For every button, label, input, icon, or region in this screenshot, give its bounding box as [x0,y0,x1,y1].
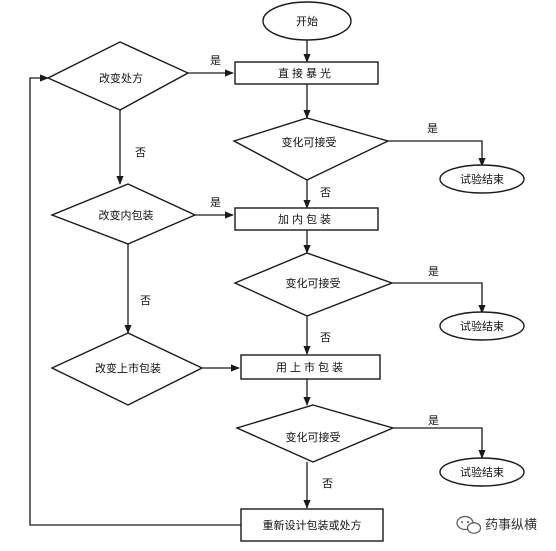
no-label: 否 [135,146,146,159]
svg-text:变化可接受: 变化可接受 [286,276,341,290]
yes-label: 是 [428,414,439,427]
yes-label: 是 [427,122,438,135]
decision-1: 变化可接受 [232,117,390,181]
edge-labels: 是 否 是 否 是 否 是 否 是 否 [135,54,439,490]
edge-decision2-yes [392,282,486,314]
change-formula-decision: 改变处方 [46,41,190,111]
svg-text:改变上市包装: 改变上市包装 [95,361,161,375]
svg-text:改变处方: 改变处方 [99,71,143,85]
no-label: 否 [320,331,331,344]
edge-decision1-yes [388,140,486,167]
decision-2: 变化可接受 [233,252,395,317]
change-market-pack-decision: 改变上市包装 [50,332,204,406]
no-label: 否 [140,294,151,307]
svg-text:重新设计包装或处方: 重新设计包装或处方 [263,518,362,532]
no-label: 否 [322,477,333,490]
yes-label: 是 [210,196,221,209]
edge-decision3-yes [393,427,486,459]
inner-pack-box: 加内包装 [234,207,379,231]
yes-label: 是 [210,54,221,67]
svg-text:用上市包装: 用上市包装 [276,360,346,374]
edge-redesign-loop [29,74,241,526]
svg-text:改变内包装: 改变内包装 [99,208,154,222]
svg-text:开始: 开始 [296,14,318,28]
svg-text:加内包装: 加内包装 [278,212,334,226]
svg-text:变化可接受: 变化可接受 [282,135,337,149]
redesign-box: 重新设计包装或处方 [240,508,384,542]
end-node-2: 试验结束 [439,311,525,341]
svg-text:试验结束: 试验结束 [460,465,504,479]
market-pack-box: 用上市包装 [240,354,381,380]
end-node-1: 试验结束 [439,164,525,194]
no-label: 否 [320,186,331,199]
watermark: 药事纵横 [456,515,537,534]
wechat-icon [456,515,482,534]
yes-label: 是 [428,265,439,278]
svg-text:试验结束: 试验结束 [460,319,504,333]
connectors [29,40,486,526]
end-node-3: 试验结束 [439,457,525,487]
direct-exposure-box: 直接暴光 [234,61,379,85]
decision-3: 变化可接受 [235,404,396,463]
svg-text:直接暴光: 直接暴光 [278,66,334,80]
watermark-text: 药事纵横 [485,518,537,533]
svg-text:试验结束: 试验结束 [460,172,504,186]
start-node: 开始 [262,1,352,41]
change-inner-pack-decision: 改变内包装 [50,183,197,245]
svg-text:变化可接受: 变化可接受 [286,430,341,444]
